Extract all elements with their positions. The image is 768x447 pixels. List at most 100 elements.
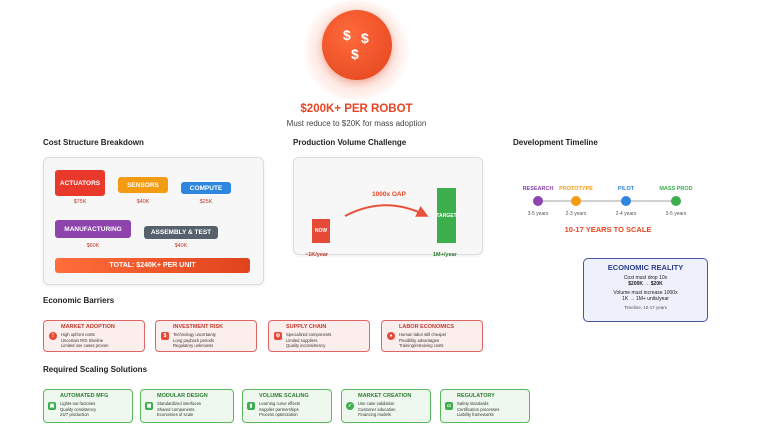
barrier-item: Specialized components bbox=[286, 332, 332, 337]
timeline-phase-pilot: PILOT bbox=[617, 186, 635, 192]
barrier-item: Flexibility advantages bbox=[399, 337, 440, 343]
cost-chip-actuators: ACTUATORS bbox=[55, 170, 105, 196]
now-value: ~1K/year bbox=[305, 252, 329, 258]
economic-reality-box: ECONOMIC REALITY Cost must drop 10x $200… bbox=[583, 258, 708, 322]
timeline-dot-pilot bbox=[621, 196, 631, 206]
solutions-section-title: Required Scaling Solutions bbox=[43, 365, 148, 374]
timeline-phase-massprod: MASS PROD bbox=[659, 186, 693, 192]
timeline-phase-research: RESEARCH bbox=[522, 186, 554, 192]
cost-chip-sensors: SENSORS bbox=[118, 177, 168, 193]
economic-reality-line: Cost must drop 10x bbox=[623, 275, 668, 281]
dollar-glyph: $ bbox=[343, 27, 351, 43]
solution-title: MODULAR DESIGN bbox=[157, 393, 208, 399]
timeline-duration-massprod: 3-5 years bbox=[665, 211, 687, 217]
bar-now: NOW bbox=[312, 219, 330, 243]
timeline-dot-research bbox=[533, 196, 543, 206]
certificate-icon: ▭ bbox=[445, 402, 453, 410]
solution-title: AUTOMATED MFG bbox=[60, 393, 109, 399]
timeline-summary: 10-17 YEARS TO SCALE bbox=[564, 225, 652, 234]
timeline-section-title: Development Timeline bbox=[513, 138, 598, 147]
gap-arrow bbox=[344, 204, 429, 217]
cost-chip-manufacturing: MANUFACTURING bbox=[55, 220, 131, 238]
bar-chart-icon: ▮ bbox=[247, 402, 255, 410]
cost-chip-assembly: ASSEMBLY & TEST bbox=[144, 226, 218, 239]
cost-value-manufacturing: $60K bbox=[86, 243, 100, 249]
solution-card-market: ✓ MARKET CREATION Use case validation Cu… bbox=[341, 389, 431, 423]
barrier-title: INVESTMENT RISK bbox=[173, 324, 224, 330]
solution-item: Learning curve effects bbox=[259, 401, 301, 406]
economic-reality-line: Volume must increase 1000x bbox=[613, 290, 678, 296]
solution-card-modular: ▦ MODULAR DESIGN Standardized interfaces… bbox=[140, 389, 234, 423]
barrier-item: Technology uncertainty bbox=[173, 332, 216, 337]
volume-section-title: Production Volume Challenge bbox=[293, 138, 407, 147]
economic-reality-title: ECONOMIC REALITY bbox=[607, 263, 684, 272]
alert-icon: ! bbox=[49, 332, 57, 340]
factory-icon: ▣ bbox=[48, 402, 56, 410]
economic-reality-line: $200K → $20K bbox=[628, 281, 663, 287]
page-headline: $200K+ PER ROBOT bbox=[300, 103, 413, 115]
barrier-item: Training/retraining costs bbox=[399, 343, 444, 348]
cost-value-actuators: $75K bbox=[73, 199, 87, 205]
cost-total-bar: TOTAL: $240K+ PER UNIT bbox=[55, 258, 250, 273]
barrier-item: Limited suppliers bbox=[286, 337, 318, 343]
cost-value-compute: $25K bbox=[199, 199, 213, 205]
solution-item: 24/7 production bbox=[60, 412, 89, 417]
bar-target: TARGET bbox=[436, 188, 457, 243]
solution-item: Certification processes bbox=[457, 406, 500, 412]
economic-reality-line: Timeline: 10-17 years bbox=[623, 305, 668, 310]
solution-item: Process optimization bbox=[259, 412, 298, 417]
gap-arrow-graphic bbox=[344, 204, 429, 217]
barrier-item: Limited use cases proven bbox=[61, 343, 109, 348]
timeline-phase-prototype: PROTOTYPE bbox=[559, 186, 593, 192]
modules-icon: ▦ bbox=[145, 402, 153, 410]
solution-card-regulatory: ▭ REGULATORY Safety standards Certificat… bbox=[440, 389, 530, 423]
barrier-card-labor: ● LABOR ECONOMICS Human labor still chea… bbox=[381, 320, 483, 352]
solution-item: Liability frameworks bbox=[457, 412, 494, 417]
dollar-glyph: $ bbox=[361, 30, 369, 46]
solution-title: VOLUME SCALING bbox=[259, 393, 309, 399]
timeline-duration-research: 3-5 years bbox=[527, 211, 549, 217]
timeline-duration-prototype: 2-3 years bbox=[565, 211, 587, 217]
solution-item: Lights-out factories bbox=[60, 401, 96, 406]
barrier-item: Long payback periods bbox=[173, 337, 214, 343]
cost-section-title: Cost Structure Breakdown bbox=[43, 138, 144, 147]
barrier-card-investment: $ INVESTMENT RISK Technology uncertainty… bbox=[155, 320, 257, 352]
dollar-glyph: $ bbox=[351, 46, 359, 62]
gear-icon: ⚙ bbox=[274, 332, 282, 340]
solution-card-automated: ▣ AUTOMATED MFG Lights-out factories Qua… bbox=[43, 389, 133, 423]
timeline-track bbox=[538, 200, 678, 202]
timeline-dot-prototype bbox=[571, 196, 581, 206]
person-icon: ● bbox=[387, 332, 395, 340]
barrier-card-supply: ⚙ SUPPLY CHAIN Specialized components Li… bbox=[268, 320, 370, 352]
check-icon: ✓ bbox=[346, 402, 354, 410]
solution-item: Quality consistency bbox=[60, 406, 97, 412]
solution-item: Shared components bbox=[157, 406, 195, 412]
solution-item: Use case validation bbox=[358, 401, 395, 406]
barrier-title: LABOR ECONOMICS bbox=[399, 324, 454, 330]
cost-value-assembly: $40K bbox=[174, 243, 188, 249]
dollar-icon: $ $ $ bbox=[322, 10, 392, 80]
barrier-item: Human labor still cheaper bbox=[399, 332, 447, 337]
cost-value-sensors: $40K bbox=[136, 199, 150, 205]
barriers-section-title: Economic Barriers bbox=[43, 296, 115, 305]
money-icon: $ bbox=[161, 332, 169, 340]
timeline-dot-massprod bbox=[671, 196, 681, 206]
barrier-title: SUPPLY CHAIN bbox=[286, 324, 327, 330]
gap-label: 1000x GAP bbox=[372, 191, 406, 198]
page-subhead: Must reduce to $20K for mass adoption bbox=[286, 119, 427, 128]
barrier-title: MARKET ADOPTION bbox=[61, 324, 115, 330]
barrier-item: Quality inconsistency bbox=[286, 343, 326, 348]
barrier-item: High upfront costs bbox=[61, 332, 95, 337]
barrier-item: Uncertain ROI timeline bbox=[61, 337, 104, 343]
timeline-duration-pilot: 2-4 years bbox=[615, 211, 637, 217]
solution-title: REGULATORY bbox=[457, 393, 495, 399]
economic-reality-line: 1K → 1M+ units/year bbox=[622, 296, 669, 302]
target-value: 1M+/year bbox=[433, 252, 457, 258]
solution-item: Safety standards bbox=[457, 401, 489, 406]
solution-title: MARKET CREATION bbox=[358, 393, 412, 399]
solution-card-volume: ▮ VOLUME SCALING Learning curve effects … bbox=[242, 389, 332, 423]
solution-item: Supplier partnerships bbox=[259, 406, 299, 412]
barrier-card-market: ! MARKET ADOPTION High upfront costs Unc… bbox=[43, 320, 145, 352]
solution-item: Customer education bbox=[358, 406, 396, 412]
cost-chip-compute: COMPUTE bbox=[181, 182, 231, 194]
